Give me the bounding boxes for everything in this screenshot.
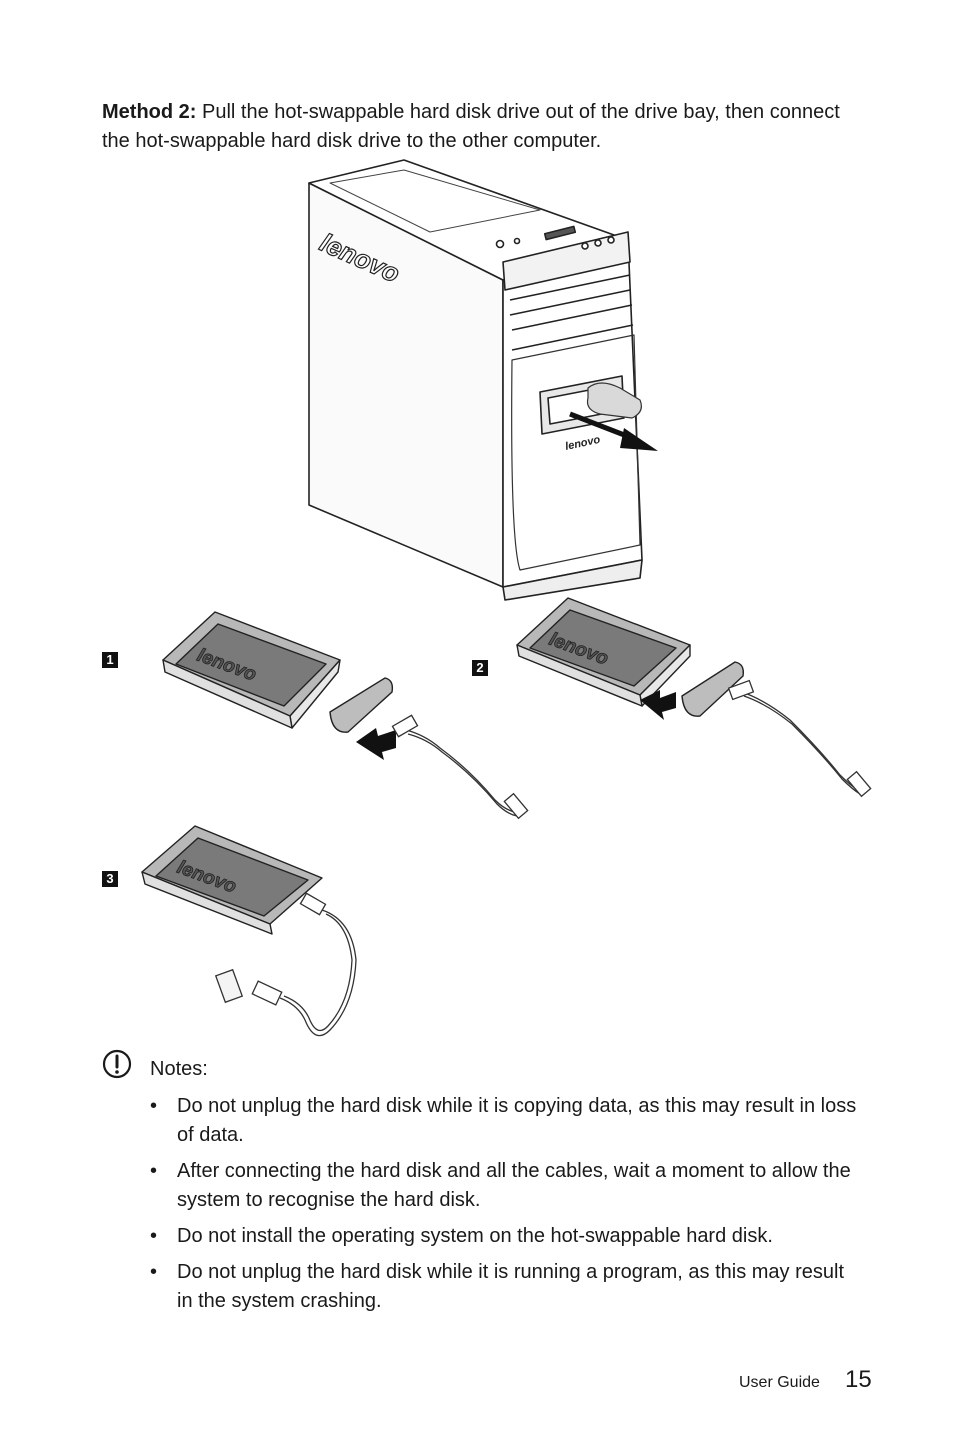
intro-paragraph: Method 2: Pull the hot-swappable hard di… xyxy=(102,98,862,156)
note-item: • Do not unplug the hard disk while it is… xyxy=(150,1092,860,1150)
desktop-tower xyxy=(308,159,643,601)
footer-label: User Guide xyxy=(739,1374,820,1391)
step2-usb-cable xyxy=(727,679,872,798)
step1-bumper xyxy=(329,677,394,733)
note-item: • Do not unplug the hard disk while it is… xyxy=(150,1258,860,1316)
note-text: Do not install the operating system on t… xyxy=(177,1225,773,1247)
method-text: Pull the hot-swappable hard disk drive o… xyxy=(102,101,840,152)
step3-usb-cable xyxy=(214,892,357,1037)
exclamation-circle-icon xyxy=(102,1049,132,1079)
step1-usb-cable xyxy=(391,714,529,820)
step2-arrow xyxy=(640,690,676,720)
pull-arrow xyxy=(569,411,658,451)
notes-list: • Do not unplug the hard disk while it is… xyxy=(150,1092,860,1323)
page-number: 15 xyxy=(845,1366,872,1393)
step-3-badge: 3 xyxy=(102,871,118,887)
note-item: • After connecting the hard disk and all … xyxy=(150,1157,860,1215)
note-text: Do not unplug the hard disk while it is … xyxy=(177,1261,845,1312)
step3-drive xyxy=(141,825,323,935)
hot-swap-illustration: lenovo lenovo lenovo lenovo xyxy=(141,159,872,1037)
notes-title: Notes: xyxy=(150,1058,208,1080)
step2-bumper xyxy=(681,661,745,717)
step-2-badge: 2 xyxy=(472,660,488,676)
bullet: • xyxy=(150,1225,158,1247)
note-text: After connecting the hard disk and all t… xyxy=(177,1160,851,1211)
note-text: Do not unplug the hard disk while it is … xyxy=(177,1095,857,1146)
method-label: Method 2: xyxy=(102,101,197,123)
bullet: • xyxy=(150,1095,158,1117)
step2-drive xyxy=(516,597,691,707)
step1-drive xyxy=(162,611,341,729)
step-1-badge: 1 xyxy=(102,652,118,668)
bullet: • xyxy=(150,1160,158,1182)
step1-arrow xyxy=(356,728,396,760)
bullet: • xyxy=(150,1261,158,1283)
note-item: • Do not install the operating system on … xyxy=(150,1222,860,1251)
